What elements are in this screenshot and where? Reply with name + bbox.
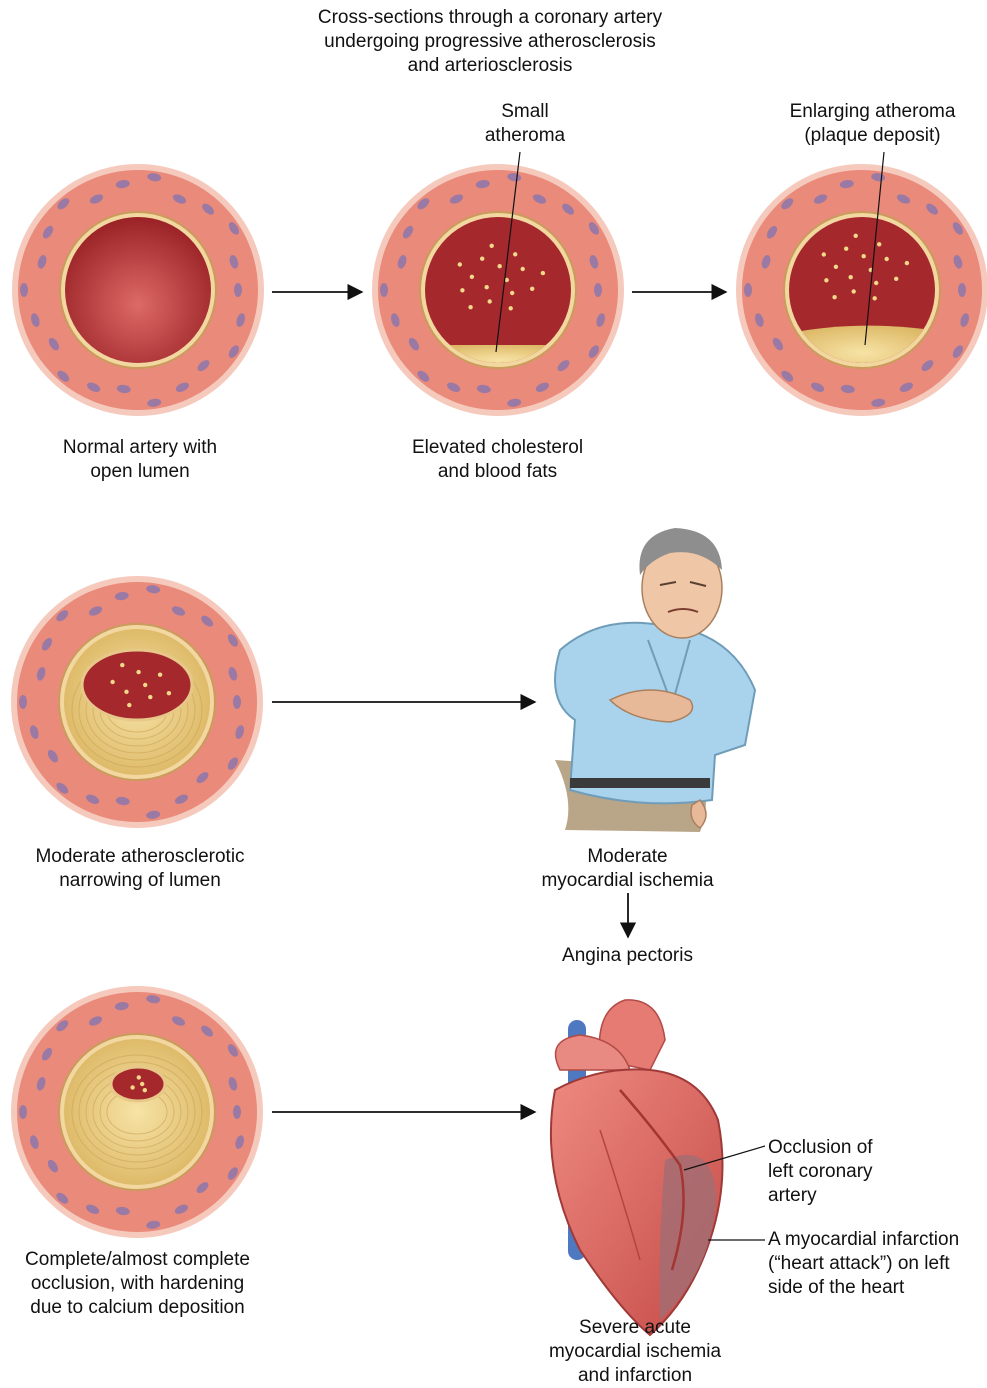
lipid-speck xyxy=(877,242,881,246)
cell-nucleus xyxy=(19,1105,27,1119)
lipid-speck xyxy=(468,305,472,309)
infarct-region xyxy=(660,1155,716,1320)
cell-nucleus xyxy=(19,695,27,709)
heart xyxy=(551,1000,723,1335)
lipid-speck xyxy=(158,673,162,677)
lipid-speck xyxy=(849,275,853,279)
lipid-speck xyxy=(143,1088,147,1092)
lipid-speck xyxy=(167,691,171,695)
enlarging-atheroma-label: Enlarging atheroma (plaque deposit) xyxy=(760,100,985,148)
lipid-speck xyxy=(137,1075,141,1079)
cell-nucleus xyxy=(233,695,241,709)
cross-section-normal xyxy=(15,167,261,413)
lipid-speck xyxy=(458,262,462,266)
lipid-speck xyxy=(488,299,492,303)
small-atheroma-label: Small atheroma xyxy=(440,100,610,148)
lipid-speck xyxy=(862,254,866,258)
lipid-speck xyxy=(521,267,525,271)
lipid-speck xyxy=(824,278,828,282)
lipid-speck xyxy=(480,257,484,261)
cross-section-small-atheroma xyxy=(375,167,621,413)
lipid-speck xyxy=(852,289,856,293)
figure-title: Cross-sections through a coronary artery… xyxy=(270,6,710,78)
lipid-speck xyxy=(124,690,128,694)
lipid-speck xyxy=(822,252,826,256)
lipid-speck xyxy=(110,680,114,684)
lipid-speck xyxy=(541,271,545,275)
cell-nucleus xyxy=(594,283,602,297)
man-with-chest-pain xyxy=(555,528,755,832)
lipid-speck xyxy=(874,281,878,285)
cross-section-occlusion xyxy=(14,989,260,1235)
lipid-speck xyxy=(513,252,517,256)
narrowed-lumen xyxy=(82,650,192,720)
lipid-speck xyxy=(130,1085,134,1089)
cell-nucleus xyxy=(958,283,966,297)
lipid-speck xyxy=(140,1082,144,1086)
lipid-speck xyxy=(834,265,838,269)
cross-section-enlarging-atheroma xyxy=(739,167,985,413)
lipid-speck xyxy=(148,695,152,699)
lipid-speck xyxy=(490,244,494,248)
label-myocardial-infarction: A myocardial infarction (“heart attack”)… xyxy=(768,1228,983,1300)
lipid-speck xyxy=(905,261,909,265)
lipid-speck xyxy=(885,257,889,261)
caption-infarction: Severe acute myocardial ischemia and inf… xyxy=(510,1316,760,1388)
lipid-speck xyxy=(120,663,124,667)
cross-section-moderate-narrowing xyxy=(14,579,260,825)
occluded-lumen xyxy=(111,1067,165,1101)
caption-normal-artery: Normal artery with open lumen xyxy=(20,436,260,484)
lipid-speck xyxy=(498,264,502,268)
cell-nucleus xyxy=(233,1105,241,1119)
lipid-speck xyxy=(854,234,858,238)
lipid-speck xyxy=(485,285,489,289)
lumen xyxy=(65,217,211,363)
cell-nucleus xyxy=(744,283,752,297)
lipid-speck xyxy=(509,306,513,310)
lipid-speck xyxy=(470,275,474,279)
caption-moderate-narrowing: Moderate atherosclerotic narrowing of lu… xyxy=(5,845,275,893)
lipid-speck xyxy=(873,296,877,300)
caption-angina: Angina pectoris xyxy=(520,944,735,968)
lipid-speck xyxy=(832,295,836,299)
caption-occlusion: Complete/almost complete occlusion, with… xyxy=(0,1248,275,1320)
cell-nucleus xyxy=(380,283,388,297)
cell-nucleus xyxy=(20,283,28,297)
label-occlusion-of-left-coronary: Occlusion of left coronary artery xyxy=(768,1136,978,1208)
lipid-speck xyxy=(530,287,534,291)
lipid-speck xyxy=(460,288,464,292)
lipid-speck xyxy=(844,247,848,251)
lipid-speck xyxy=(143,683,147,687)
caption-ischemia: Moderate myocardial ischemia xyxy=(510,845,745,893)
lipid-speck xyxy=(894,277,898,281)
caption-elevated-cholesterol: Elevated cholesterol and blood fats xyxy=(370,436,625,484)
lipid-speck xyxy=(136,670,140,674)
lipid-speck xyxy=(510,291,514,295)
lipid-speck xyxy=(127,703,131,707)
cell-nucleus xyxy=(234,283,242,297)
